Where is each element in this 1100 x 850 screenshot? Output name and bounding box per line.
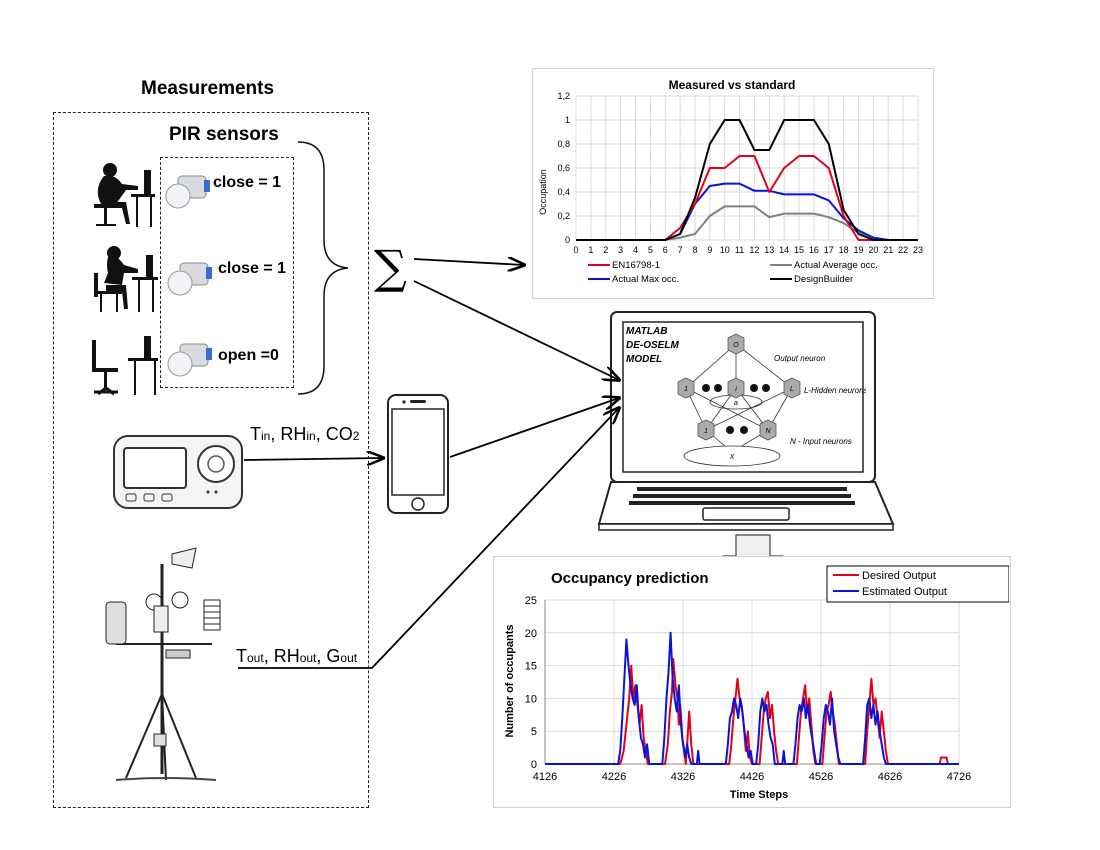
pir-sensor-icon — [167, 343, 212, 377]
node-a: a — [734, 400, 738, 407]
chart1-x-tick: 18 — [839, 245, 849, 255]
person-at-desk-icon — [94, 163, 155, 227]
node-input-n: N — [765, 428, 771, 435]
chart1-x-tick: 2 — [603, 245, 608, 255]
chart2-y-tick: 25 — [525, 595, 537, 607]
chart1-legend-label: Actual Average occ. — [794, 260, 878, 271]
chart1-y-tick: 1 — [565, 115, 570, 125]
output-neuron-label: Output neuron — [774, 354, 826, 363]
pir-sensor-icon — [167, 262, 212, 296]
pir-sensor-icon — [165, 175, 210, 209]
node-x: X — [729, 454, 735, 461]
chart1-x-tick: 20 — [868, 245, 878, 255]
hidden-neurons-label: L-Hidden neurons — [804, 386, 866, 395]
chart2-legend-box — [826, 565, 1009, 603]
measurements-title: Measurements — [141, 78, 275, 99]
model-line-1: MATLAB — [626, 326, 667, 337]
chart1-x-tick: 5 — [648, 245, 653, 255]
neural-network-diagram: O 1 i L a 1 N X MATLAB DE-OSELM MODEL Ou… — [626, 326, 866, 467]
chart1-y-tick: 0,4 — [557, 187, 570, 197]
indoor-sensor-device-icon — [113, 435, 243, 509]
person-at-desk-icon — [94, 246, 158, 312]
chart1-legend-label: Actual Max occ. — [612, 274, 679, 285]
pir-state-3: open =0 — [218, 347, 279, 364]
chart2-series-line — [545, 658, 959, 765]
chart1-x-tick: 16 — [809, 245, 819, 255]
chart1-x-tick: 6 — [663, 245, 668, 255]
model-line-2: DE-OSELM — [626, 340, 679, 351]
chart1-y-tick: 0,6 — [557, 163, 570, 173]
chart2-title: Occupancy prediction — [551, 570, 709, 587]
chart2-y-tick: 20 — [525, 628, 537, 640]
node-l: L — [790, 386, 794, 393]
chart1-y-tick: 1,2 — [557, 91, 570, 101]
chart2-y-tick: 0 — [531, 759, 537, 771]
chart2-x-tick: 4526 — [809, 771, 833, 783]
empty-desk-icon — [92, 336, 158, 396]
node-o: O — [733, 342, 739, 349]
chart2-x-tick: 4426 — [740, 771, 764, 783]
chart2-y-tick: 15 — [525, 661, 537, 673]
chart1-x-tick: 13 — [764, 245, 774, 255]
chart2-y-tick: 5 — [531, 726, 537, 738]
chart1-ylabel: Occupation — [538, 169, 548, 215]
chart1-series-line — [576, 155, 918, 241]
chart1-legend-label: EN16798-1 — [612, 260, 660, 271]
pir-state-1: close = 1 — [213, 174, 282, 191]
chart2-ylabel: Number of occupants — [504, 624, 516, 737]
chart2-x-tick: 4626 — [878, 771, 902, 783]
chart1-x-tick: 19 — [854, 245, 864, 255]
sum-symbol: ∑ — [374, 240, 407, 294]
weather-station-icon — [105, 547, 221, 781]
chart1-x-tick: 21 — [883, 245, 893, 255]
outdoor-measurement-label: Tout, RHout, Gout — [236, 646, 358, 666]
pir-state-2: close = 1 — [218, 260, 287, 277]
chart1-x-tick: 0 — [573, 245, 578, 255]
chart1-x-tick: 23 — [913, 245, 923, 255]
chart1-x-tick: 8 — [692, 245, 697, 255]
chart2-legend-label: Estimated Output — [862, 586, 947, 598]
input-neurons-label: N - Input neurons — [790, 437, 852, 446]
node-input-1: 1 — [704, 428, 708, 435]
chart1-x-tick: 9 — [707, 245, 712, 255]
chart1-title: Measured vs standard — [669, 78, 796, 92]
chart1-legend-label: DesignBuilder — [794, 274, 853, 285]
indoor-measurement-label: Tin, RHin, CO2 — [250, 424, 360, 444]
smartphone-icon — [387, 394, 449, 514]
model-line-3: MODEL — [626, 354, 662, 365]
chart2-x-tick: 4726 — [947, 771, 971, 783]
chart2-x-tick: 4326 — [671, 771, 695, 783]
chart1-y-tick: 0,8 — [557, 139, 570, 149]
chart1-x-tick: 17 — [824, 245, 834, 255]
pir-sensors-box — [160, 157, 294, 388]
node-i: i — [735, 386, 737, 393]
chart1-x-tick: 11 — [735, 245, 744, 255]
pir-title: PIR sensors — [169, 124, 279, 145]
chart2-series-line — [545, 631, 959, 765]
chart1-x-tick: 15 — [794, 245, 804, 255]
chart1-x-tick: 4 — [633, 245, 638, 255]
chart1-x-tick: 7 — [678, 245, 683, 255]
chart2-xlabel: Time Steps — [730, 789, 789, 801]
chart1-x-tick: 14 — [779, 245, 789, 255]
curly-brace — [297, 141, 349, 395]
node-1: 1 — [684, 386, 688, 393]
chart2-x-tick: 4226 — [602, 771, 626, 783]
chart1-y-tick: 0 — [565, 235, 570, 245]
occupancy-prediction-chart: Occupancy prediction Number of occupants… — [504, 565, 1009, 801]
chart2-x-tick: 4126 — [533, 771, 557, 783]
chart1-series-line — [576, 119, 918, 241]
chart1-x-tick: 3 — [618, 245, 623, 255]
chart1-y-tick: 0,2 — [557, 211, 570, 221]
chart1-x-tick: 1 — [588, 245, 593, 255]
chart1-x-tick: 10 — [720, 245, 730, 255]
chart2-legend-label: Desired Output — [862, 570, 936, 582]
chart1-x-tick: 12 — [749, 245, 759, 255]
chart2-y-tick: 10 — [525, 693, 537, 705]
chart1-x-tick: 22 — [898, 245, 908, 255]
